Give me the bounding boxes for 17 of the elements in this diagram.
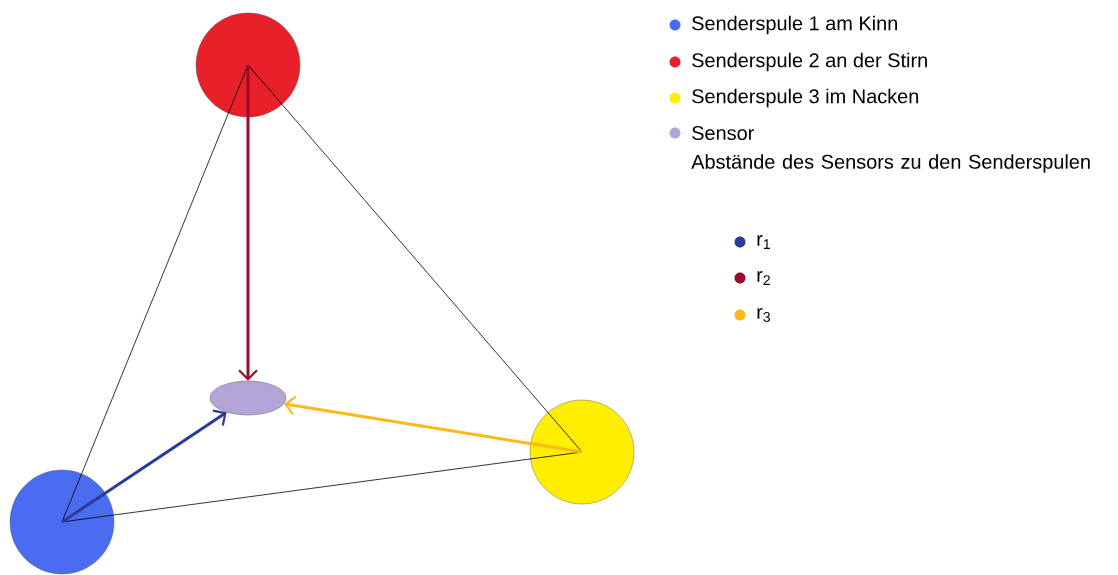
arrow [238, 65, 258, 381]
arrow [61, 409, 227, 524]
connecting-line [61, 64, 249, 523]
legend-label: Sensor [692, 125, 754, 141]
arrow [283, 395, 583, 454]
legend-label: Senderspule 3 im Nacken [692, 88, 918, 108]
legend-label: r$_{2}$ [757, 271, 770, 285]
legend-heading: Abstände des Sensors zu den Senderspulen [691, 154, 1090, 173]
coil-circle [529, 399, 635, 505]
legend-label: r$_{1}$ [757, 235, 770, 249]
coil-circle [195, 12, 301, 118]
coil-circle [9, 469, 115, 575]
legend-label: r$_{3}$ [757, 308, 770, 322]
sensor-ellipse [209, 380, 287, 416]
legend-label: Senderspule 1 am Kinn [692, 15, 897, 35]
legend-label: Senderspule 2 an der Stirn [692, 52, 927, 72]
connecting-line [247, 64, 583, 453]
